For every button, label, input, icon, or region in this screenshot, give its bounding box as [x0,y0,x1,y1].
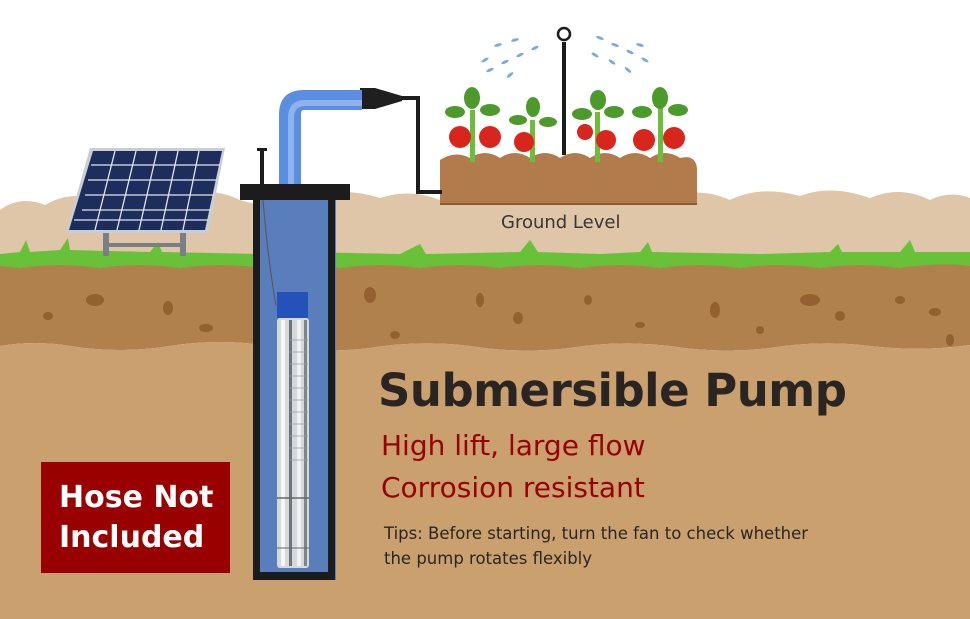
garden-bed [440,153,697,205]
submersible-pump [277,292,309,568]
sand-layer [0,342,970,619]
solar-panel [66,148,225,256]
soil-layer [0,262,970,351]
tomato-plant [509,97,557,162]
tomato-plant [632,87,688,162]
product-title: Submersible Pump [378,364,847,417]
tomato-plants [445,87,688,162]
hose-not-included-badge: Hose Not Included [41,462,230,573]
far-hills [0,189,970,262]
delivery-hose [360,88,442,194]
tomato-plant [445,87,501,162]
tips-line-2: the pump rotates flexibly [384,549,593,568]
badge-line-1: Hose Not [59,479,214,515]
tips-line-1: Tips: Before starting, turn the fan to c… [384,524,809,543]
badge-line-2: Included [59,519,205,555]
feature-high-lift: High lift, large flow [381,429,646,462]
water-spray [481,36,649,78]
tomato-plant [572,90,624,162]
ground-level-label: Ground Level [501,212,621,233]
sprinkler [556,26,572,155]
feature-corrosion-resistant: Corrosion resistant [381,471,645,504]
soil-pebbles [43,287,954,346]
grass-strip [0,238,970,268]
